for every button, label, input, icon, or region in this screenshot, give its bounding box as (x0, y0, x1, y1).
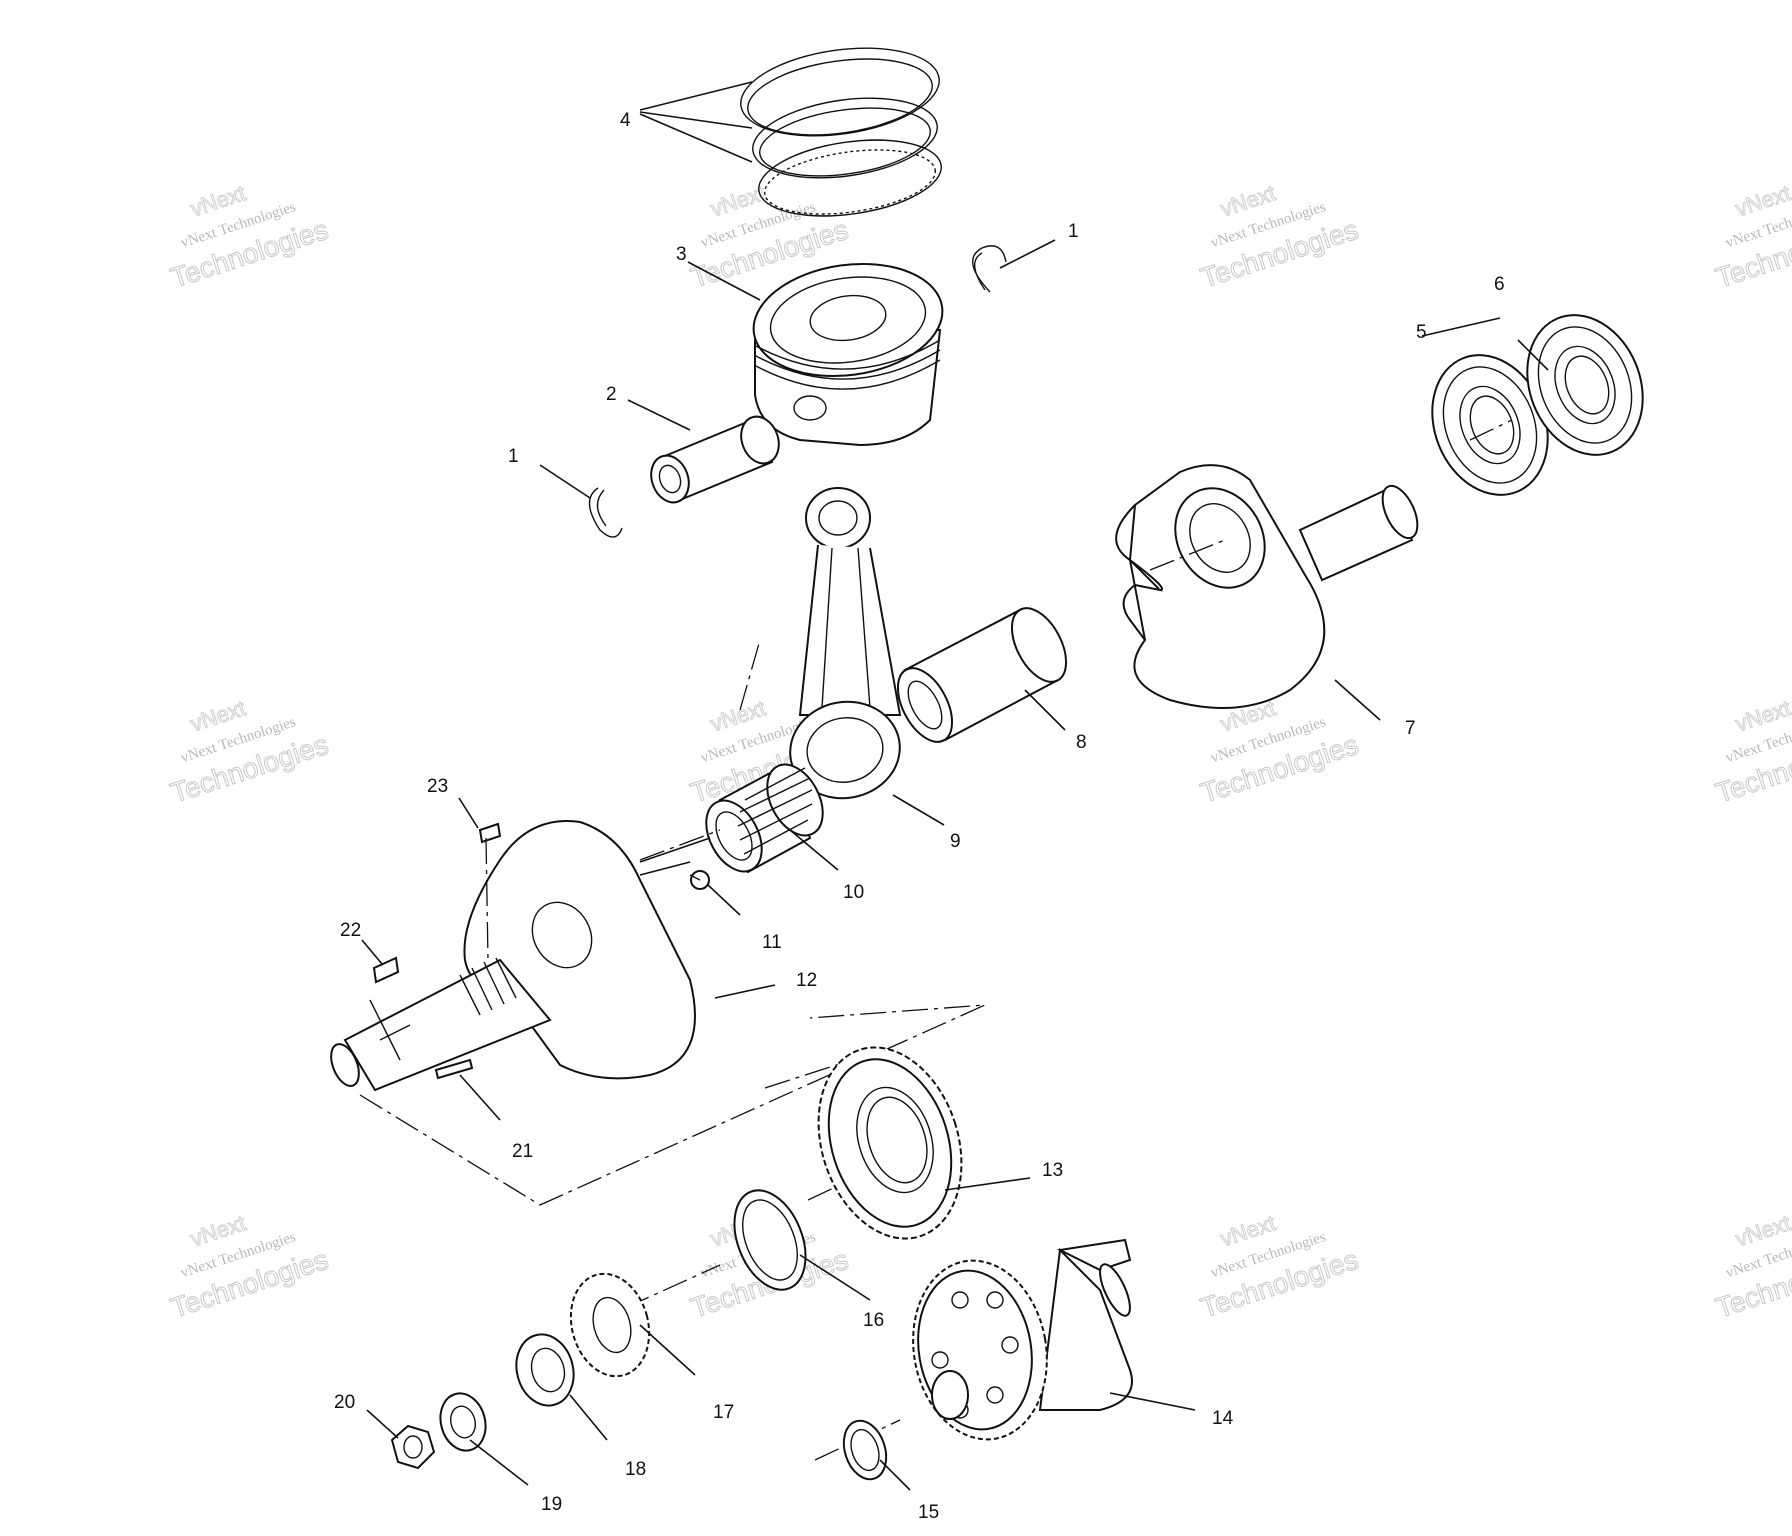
svg-text:vNext: vNext (187, 695, 248, 736)
watermark: vNext vNext Technologies Technologies (1711, 180, 1792, 294)
svg-text:vNext: vNext (1732, 180, 1792, 221)
callout-19: 19 (541, 1494, 562, 1515)
callout-20: 20 (334, 1392, 355, 1413)
washer-part-19 (439, 1392, 487, 1452)
callout-3: 3 (676, 244, 687, 265)
callout-10: 10 (843, 882, 864, 903)
callout-1-left: 1 (508, 446, 519, 467)
crankshaft-part (330, 820, 711, 1092)
key-part (372, 956, 400, 984)
piston-rings-part (740, 47, 942, 217)
svg-text:vNext: vNext (1217, 180, 1278, 221)
washer-part-16 (733, 1189, 807, 1291)
washer-part-15 (842, 1419, 888, 1481)
svg-text:vNext: vNext (1217, 1210, 1278, 1251)
callout-18: 18 (625, 1459, 646, 1480)
callout-16: 16 (863, 1310, 884, 1331)
callout-8: 8 (1076, 732, 1087, 753)
callout-14: 14 (1212, 1408, 1234, 1429)
circlip-part (588, 245, 1007, 538)
lock-nut-part (515, 1333, 575, 1407)
callout-13: 13 (1042, 1160, 1063, 1181)
callout-1-top: 1 (1068, 221, 1079, 242)
gear-part-17 (569, 1272, 651, 1378)
crank-half-part (1115, 464, 1419, 709)
watermark: vNext vNext Technologies Technologies (1711, 1210, 1792, 1324)
nut-part (390, 1424, 436, 1470)
callout-17: 17 (713, 1402, 734, 1423)
woodruff-key-part (478, 822, 502, 844)
bearing-part-5 (1431, 354, 1549, 496)
callout-21: 21 (512, 1141, 533, 1162)
bearing-part-6 (1526, 314, 1644, 456)
watermark: vNext vNext Technologies Technologies (1711, 695, 1792, 809)
callout-labels: 1 1 2 3 4 5 6 7 8 9 10 11 12 13 14 15 16… (334, 110, 1505, 1523)
watermark: vNext vNext Technologies Technologies (166, 180, 332, 294)
dowel-pin-part (434, 1058, 474, 1080)
gear-part-13 (817, 1046, 963, 1240)
watermark: vNext vNext Technologies Technologies (1196, 1210, 1362, 1324)
callout-12: 12 (796, 970, 817, 991)
needle-bearing-part (705, 763, 824, 874)
svg-text:vNext: vNext (187, 1210, 248, 1251)
watermark: vNext vNext Technologies Technologies (166, 1210, 332, 1324)
callout-6: 6 (1494, 274, 1505, 295)
balancer-shaft-part (912, 1238, 1133, 1441)
callout-22: 22 (340, 920, 361, 941)
crank-pin-part (896, 607, 1068, 743)
callout-15: 15 (918, 1502, 939, 1523)
connecting-rod-part (789, 487, 902, 800)
callout-9: 9 (950, 831, 961, 852)
callout-7: 7 (1405, 718, 1416, 739)
piston-part (752, 262, 944, 447)
callout-23: 23 (427, 776, 448, 797)
callout-4: 4 (620, 110, 631, 131)
svg-text:vNext: vNext (1732, 1210, 1792, 1251)
svg-text:vNext: vNext (1732, 695, 1792, 736)
callout-2: 2 (606, 384, 617, 405)
watermark: vNext vNext Technologies Technologies (166, 695, 332, 809)
svg-text:vNext: vNext (187, 180, 248, 221)
leader-lines (361, 81, 1549, 1491)
watermark: vNext vNext Technologies Technologies (1196, 180, 1362, 294)
callout-5: 5 (1416, 322, 1427, 343)
callout-11: 11 (762, 932, 782, 953)
piston-pin-part (650, 415, 780, 504)
svg-text:vNext: vNext (707, 695, 768, 736)
